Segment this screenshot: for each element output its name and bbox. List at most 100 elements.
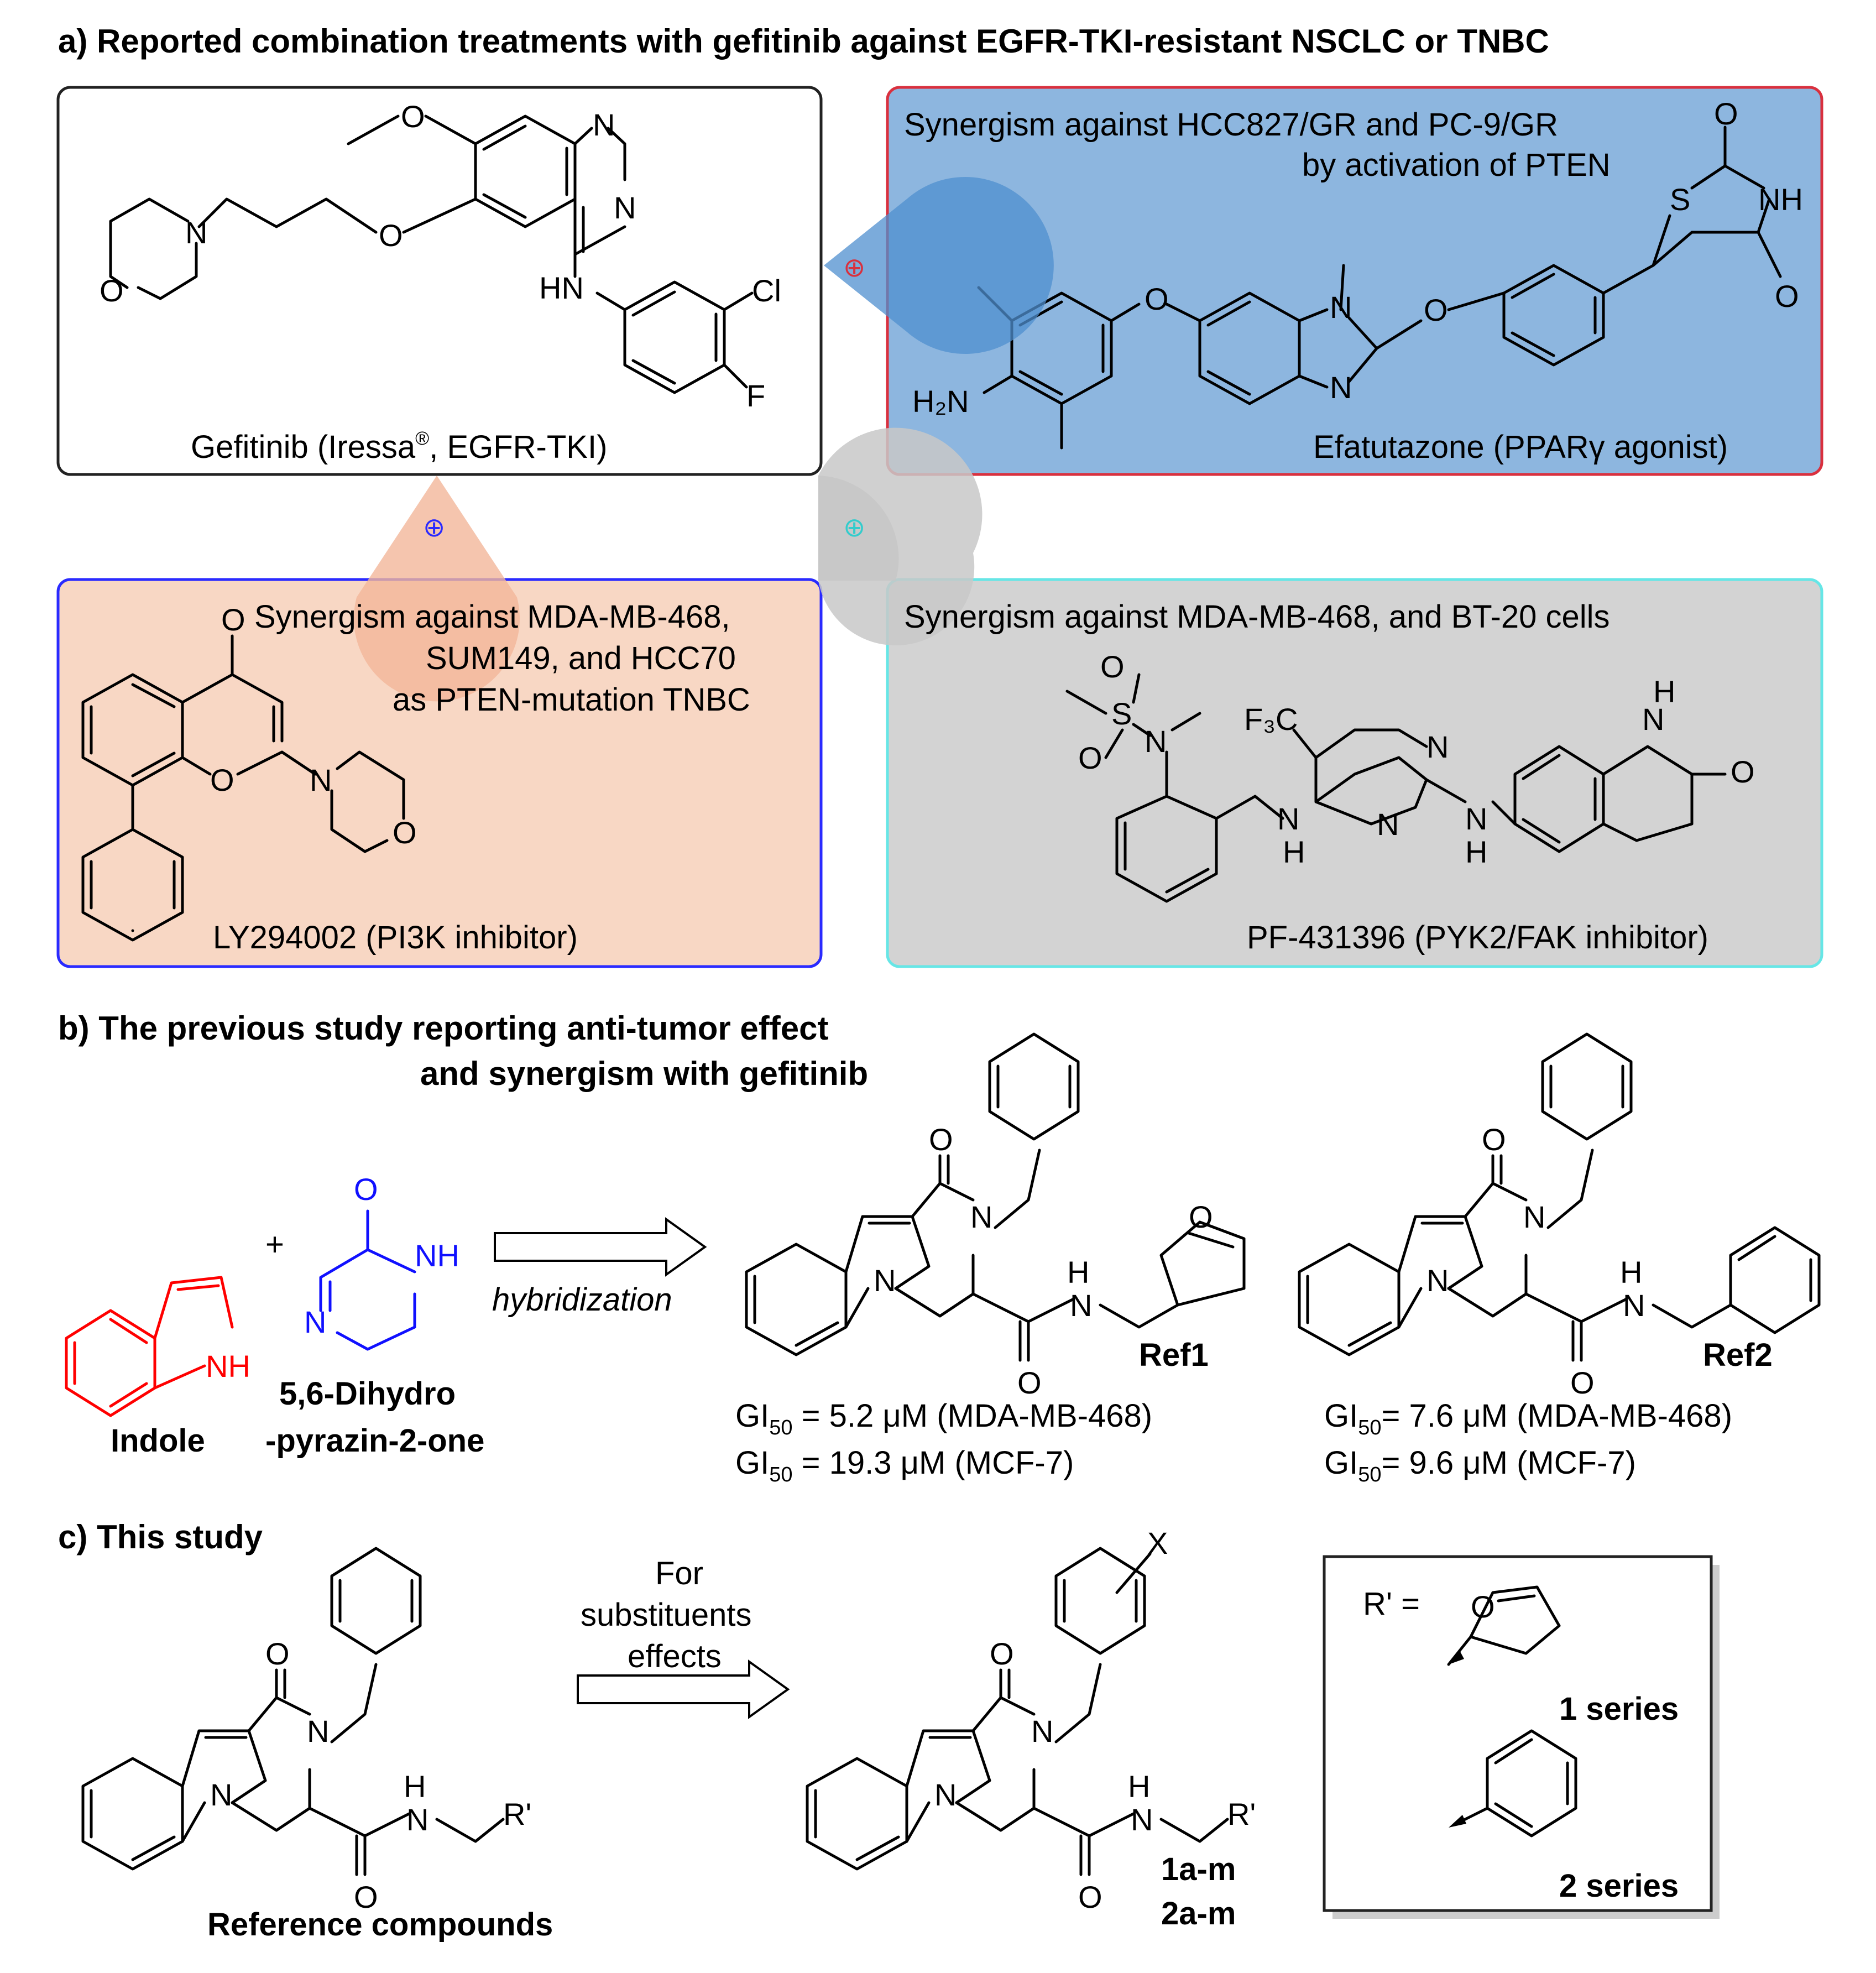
rgroup-label: R' = — [1363, 1586, 1420, 1622]
plus-blue: ⊕ — [423, 513, 445, 542]
ly294002-note-line3: as PTEN-mutation TNBC — [393, 682, 750, 718]
svg-text:O: O — [354, 1172, 378, 1207]
svg-text:N: N — [1642, 702, 1664, 737]
svg-text:N: N — [304, 1304, 326, 1339]
svg-text:N: N — [1330, 370, 1352, 405]
ly294002-note-line2: SUM149, and HCC70 — [426, 640, 736, 676]
ly294002-note-line1: Synergism against MDA-MB-468, — [254, 599, 730, 635]
svg-text:N: N — [1145, 724, 1167, 759]
compound-series-line1: 1a-m — [1161, 1851, 1236, 1887]
ref1-structure: O N N O N H O — [745, 1032, 1246, 1400]
pf431396-structure: O S O N F₃C N N N H N H N H O — [1065, 649, 1755, 903]
arrow-label-line1: For — [655, 1556, 703, 1591]
svg-text:O: O — [221, 602, 245, 637]
indole-structure: NH — [65, 1276, 250, 1417]
section-c-title: c) This study — [58, 1518, 263, 1556]
svg-text:N: N — [1330, 290, 1352, 325]
svg-text:O: O — [1017, 1365, 1042, 1400]
svg-text:H: H — [1620, 1255, 1642, 1290]
svg-text:O: O — [265, 1636, 290, 1671]
svg-text:Cl: Cl — [752, 273, 781, 308]
section-b-title-line2: and synergism with gefitinib — [420, 1055, 868, 1092]
gefitinib-panel — [56, 86, 823, 476]
substituents-arrow — [577, 1659, 790, 1719]
svg-text:N: N — [210, 1777, 232, 1812]
ref2-gi50-mcf: GI50= 9.6 μM (MCF-7) — [1324, 1445, 1636, 1486]
ly294002-label: LY294002 (PI3K inhibitor) — [213, 920, 578, 956]
svg-text:O: O — [1145, 281, 1169, 316]
svg-text:O: O — [1570, 1365, 1595, 1400]
pyrazinone-label-line2: -pyrazin-2-one — [265, 1423, 484, 1459]
svg-text:O: O — [1100, 649, 1125, 684]
svg-text:H: H — [1653, 674, 1675, 709]
svg-text:N: N — [970, 1199, 992, 1234]
svg-text:S: S — [1111, 696, 1132, 731]
svg-text:O: O — [100, 273, 124, 308]
efatutazone-note-line2: by activation of PTEN — [1302, 147, 1611, 183]
ref1-gi50-mda: GI50 = 5.2 μM (MDA-MB-468) — [735, 1398, 1152, 1439]
svg-text:O: O — [1731, 754, 1755, 789]
svg-text:N: N — [1426, 1263, 1449, 1298]
svg-text:O: O — [379, 218, 403, 253]
svg-text:N: N — [307, 1714, 329, 1748]
svg-text:O: O — [990, 1636, 1014, 1671]
svg-text:S: S — [1670, 182, 1690, 217]
svg-text:N: N — [1131, 1802, 1153, 1837]
svg-text:O: O — [1471, 1589, 1495, 1624]
svg-text:O: O — [929, 1122, 953, 1157]
svg-text:N: N — [1377, 807, 1399, 842]
svg-text:F₃C: F₃C — [1244, 702, 1298, 737]
svg-text:H: H — [1067, 1255, 1089, 1290]
svg-text:N: N — [1465, 801, 1487, 836]
furanyl-group: O — [1447, 1585, 1561, 1666]
svg-text:N: N — [1623, 1288, 1645, 1323]
svg-text:O: O — [1424, 293, 1448, 327]
svg-text:O: O — [401, 99, 425, 134]
svg-text:O: O — [1775, 279, 1799, 314]
svg-text:N: N — [310, 763, 332, 797]
arrow-label-line2: substituents — [581, 1597, 752, 1633]
arrow-label-line3: effects — [628, 1638, 722, 1674]
reference-compounds-label: Reference compounds — [207, 1907, 553, 1943]
svg-text:HN: HN — [539, 270, 584, 305]
svg-text:O: O — [1078, 1880, 1102, 1914]
ref2-structure: O N N O N H — [1298, 1032, 1821, 1400]
svg-text:N: N — [1277, 801, 1299, 836]
svg-text:H: H — [404, 1769, 426, 1804]
efatutazone-structure: O N N O H₂N S NH O O — [912, 96, 1803, 450]
indole-label: Indole — [111, 1423, 205, 1459]
svg-text:N: N — [1031, 1714, 1053, 1748]
hybridization-arrow — [494, 1217, 707, 1277]
phenyl-group — [1449, 1729, 1577, 1838]
compound-series-line2: 2a-m — [1161, 1896, 1236, 1932]
svg-text:O: O — [1078, 740, 1102, 775]
connector-drop-red — [824, 177, 1054, 354]
svg-text:NH: NH — [415, 1238, 459, 1273]
plus-cyan: ⊕ — [843, 513, 865, 542]
svg-text:X: X — [1147, 1526, 1168, 1560]
connector-drop-blue — [354, 476, 520, 702]
svg-text:H: H — [1283, 834, 1305, 869]
svg-text:R': R' — [1227, 1797, 1256, 1831]
plus-red: ⊕ — [843, 253, 865, 283]
pyrazinone-structure: O NH N — [304, 1172, 459, 1351]
svg-text:N: N — [934, 1777, 957, 1812]
svg-text:O: O — [1482, 1122, 1506, 1157]
svg-text:O: O — [1714, 96, 1738, 131]
target-compound-structure: O N N O N H R' X — [806, 1526, 1256, 1914]
section-b-title-line1: b) The previous study reporting anti-tum… — [58, 1010, 828, 1047]
ref2-gi50-mda: GI50= 7.6 μM (MDA-MB-468) — [1324, 1398, 1732, 1439]
series1-label: 1 series — [1559, 1691, 1679, 1727]
pf431396-label: PF-431396 (PYK2/FAK inhibitor) — [1247, 920, 1708, 956]
efatutazone-label: Efatutazone (PPARγ agonist) — [1313, 429, 1728, 465]
svg-text:H: H — [1128, 1769, 1150, 1804]
series2-label: 2 series — [1559, 1868, 1679, 1904]
svg-text:F: F — [746, 378, 765, 413]
svg-text:N: N — [593, 107, 615, 142]
ref1-gi50-mcf: GI50 = 19.3 μM (MCF-7) — [735, 1445, 1074, 1486]
svg-text:NH: NH — [1758, 182, 1803, 217]
svg-text:R': R' — [503, 1797, 531, 1831]
svg-text:N: N — [874, 1263, 896, 1298]
svg-text:N: N — [185, 215, 207, 250]
